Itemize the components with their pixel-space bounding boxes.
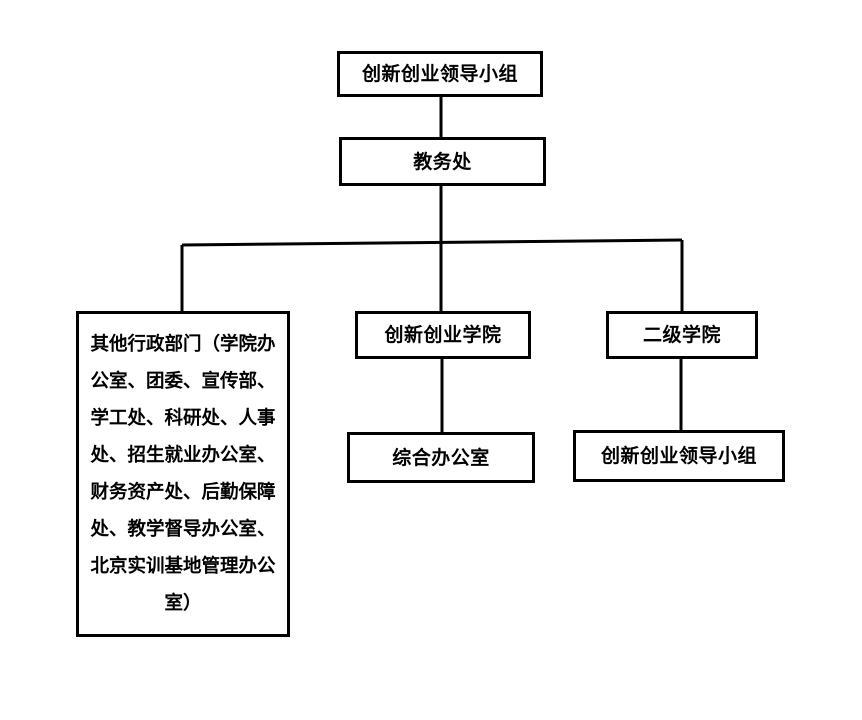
- node-innovation-college-label: 创新创业学院: [384, 324, 502, 346]
- node-root-label: 创新创业领导小组: [361, 63, 518, 85]
- node-academic-affairs-label: 教务处: [413, 150, 472, 173]
- node-academic-affairs[interactable]: 教务处: [339, 137, 546, 186]
- node-general-office-label: 综合办公室: [392, 446, 490, 469]
- node-general-office[interactable]: 综合办公室: [347, 432, 535, 483]
- node-secondary-college-label: 二级学院: [642, 324, 721, 346]
- connector-horizontal-bus: [181, 238, 683, 247]
- node-leading-group-secondary-label: 创新创业领导小组: [600, 445, 757, 467]
- node-other-admin-departments[interactable]: 其他行政部门（学院办公室、团委、宣传部、学工处、科研处、人事处、招生就业办公室、…: [76, 311, 290, 637]
- node-secondary-college[interactable]: 二级学院: [606, 311, 758, 359]
- node-root[interactable]: 创新创业领导小组: [337, 51, 543, 97]
- node-innovation-college[interactable]: 创新创业学院: [355, 311, 531, 359]
- node-other-admin-departments-label: 其他行政部门（学院办公室、团委、宣传部、学工处、科研处、人事处、招生就业办公室、…: [90, 334, 276, 614]
- node-leading-group-secondary[interactable]: 创新创业领导小组: [573, 430, 785, 482]
